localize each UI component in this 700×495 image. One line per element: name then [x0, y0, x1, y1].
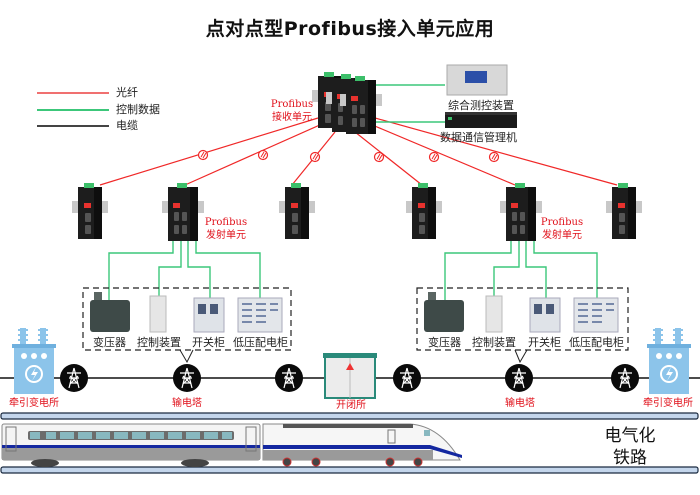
control-links-top [376, 84, 445, 123]
fiber-markers [197, 149, 500, 163]
legend-fiber-line [37, 92, 109, 94]
transmitter-right-line1: Profibus [540, 217, 584, 228]
tower-right-label: 输电塔 [505, 398, 535, 409]
equipment-right-switchgear: 开关柜 [528, 336, 561, 349]
integrated-monitor-device [446, 64, 508, 96]
equipment-box-left [82, 287, 292, 351]
switching-station [323, 353, 377, 399]
transmitter-label-left: Profibus 发射单元 [200, 216, 252, 242]
equipment-right-control: 控制装置 [472, 336, 516, 349]
receiver-label: Profibus 接收单元 [262, 98, 322, 124]
substation-right [646, 327, 692, 395]
transmitter-left-line1: Profibus [204, 217, 248, 228]
equipment-left-control: 控制装置 [137, 336, 181, 349]
switching-station-label: 开闭所 [336, 400, 366, 411]
transmitter-right-line2: 发射单元 [542, 230, 582, 241]
receiver-unit [312, 72, 382, 134]
right-substation-label: 牵引变电所 [643, 398, 693, 409]
receiver-label-line2: 接收单元 [272, 112, 312, 123]
control-links-right [444, 241, 598, 300]
receiver-label-line1: Profibus [270, 99, 314, 110]
transmitter-label-right: Profibus 发射单元 [536, 216, 588, 242]
legend-cable-line [37, 125, 109, 127]
tower-left-label: 输电塔 [172, 398, 202, 409]
left-substation-label: 牵引变电所 [9, 398, 59, 409]
railway-label-line1: 电气化 [604, 426, 656, 446]
railway-rails [0, 412, 699, 474]
data-comm-manager-device [445, 112, 517, 128]
manager-label: 数据通信管理机 [440, 131, 517, 144]
monitor-label: 综合测控装置 [448, 99, 514, 112]
equipment-right-transformer: 变压器 [428, 336, 461, 349]
equipment-right-lv-cabinet: 低压配电柜 [569, 336, 624, 349]
train [1, 423, 462, 467]
equipment-box-right [416, 287, 629, 351]
legend-control-line [37, 109, 109, 111]
substation-left [11, 327, 57, 395]
equipment-left-lv-cabinet: 低压配电柜 [233, 336, 288, 349]
control-links-left [108, 241, 261, 300]
box-to-tower-links [179, 349, 528, 364]
legend-cable-label: 电缆 [116, 119, 138, 132]
equipment-left-switchgear: 开关柜 [192, 336, 225, 349]
transmitter-left-line2: 发射单元 [206, 230, 246, 241]
railway-label-line2: 铁路 [613, 448, 647, 468]
railway-label: 电气化 铁路 [600, 425, 660, 469]
equipment-left-transformer: 变压器 [93, 336, 126, 349]
legend-control-label: 控制数据 [116, 103, 160, 116]
legend-fiber-label: 光纤 [116, 86, 138, 99]
page-title: 点对点型Profibus接入单元应用 [205, 18, 495, 40]
